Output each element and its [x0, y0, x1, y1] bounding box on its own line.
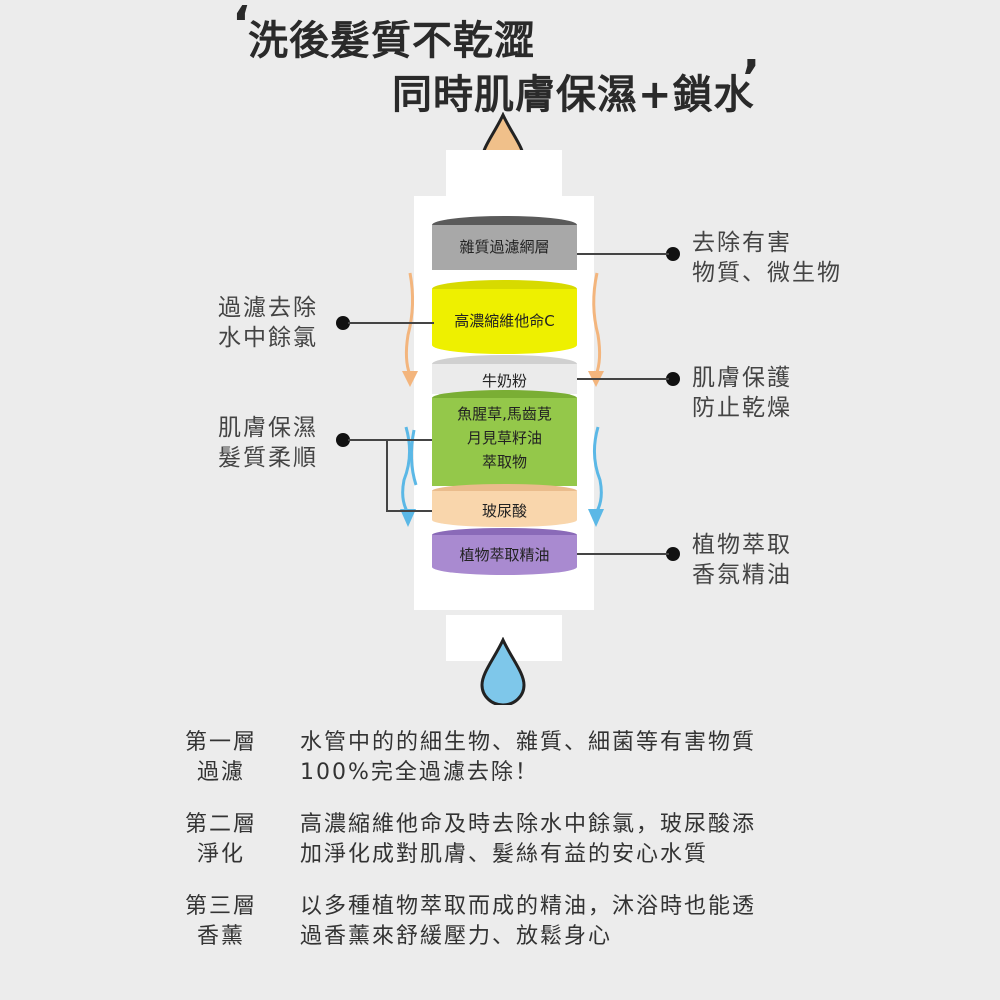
layer-impurity-net: 雜質過濾網層 — [432, 225, 577, 270]
callout-dot-right-mid — [666, 372, 680, 386]
callout-line-right-bottom — [577, 553, 669, 555]
pipe-top-segment — [446, 150, 562, 196]
desc-text-2: 高濃縮維他命及時去除水中餘氯，玻尿酸添 加淨化成對肌膚、髮絲有益的安心水質 — [300, 810, 756, 870]
callout-right-top: 去除有害 物質、微生物 — [692, 228, 842, 288]
callout-left-bottom-line-1: 肌膚保濕 — [218, 415, 318, 441]
layer-essential-oil: 植物萃取精油 — [432, 535, 577, 575]
layer-vitamin-c-label: 高濃縮維他命C — [454, 312, 555, 330]
layer-vitamin-c: 高濃縮維他命C — [432, 289, 577, 354]
callout-dot-left-bottom — [336, 433, 350, 447]
layer-herbal-extract: 魚腥草,馬齒莧 月見草籽油 萃取物 — [432, 398, 577, 486]
callout-right-mid-line-2: 防止乾燥 — [692, 395, 792, 421]
heading-line-1: 洗後髮質不乾澀 — [248, 18, 535, 64]
layer-essential-oil-label: 植物萃取精油 — [459, 546, 550, 564]
water-drop-bottom-icon — [480, 637, 526, 705]
callout-right-mid-line-1: 肌膚保護 — [692, 365, 792, 391]
desc-label-1-line-1: 第一層 — [184, 730, 257, 755]
callout-dot-right-bottom — [666, 547, 680, 561]
callout-line-right-top — [577, 253, 669, 255]
desc-label-2-line-2: 淨化 — [196, 842, 245, 867]
desc-label-2-line-1: 第二層 — [184, 812, 257, 837]
desc-label-3: 第三層 香薰 — [180, 892, 262, 952]
callout-line-left-bottom — [348, 439, 432, 441]
close-quote: ’ — [742, 50, 761, 106]
layer-milk-powder-label: 牛奶粉 — [481, 372, 527, 390]
desc-label-1: 第一層 過濾 — [180, 728, 262, 788]
desc-label-2: 第二層 淨化 — [180, 810, 262, 870]
callout-left-bottom: 肌膚保濕 髮質柔順 — [218, 413, 318, 473]
desc-text-2-line-1: 高濃縮維他命及時去除水中餘氯，玻尿酸添 — [300, 812, 757, 837]
desc-text-1-line-2: 100%完全過濾去除！ — [300, 760, 539, 785]
callout-left-top: 過濾去除 水中餘氯 — [218, 293, 318, 353]
callout-line-left-top — [348, 322, 434, 324]
layer-herbal-label-2: 月見草籽油 — [466, 429, 542, 447]
callout-left-top-line-2: 水中餘氯 — [218, 325, 318, 351]
layer-hyaluronic-acid-label: 玻尿酸 — [481, 502, 527, 520]
desc-text-3-line-2: 過香薰來舒緩壓力、放鬆身心 — [300, 924, 613, 949]
callout-line-right-mid — [577, 378, 669, 380]
layer-herbal-label-3: 萃取物 — [481, 453, 527, 471]
desc-text-1-line-1: 水管中的的細生物、雜質、細菌等有害物質 — [300, 730, 757, 755]
layer-milk-powder: 牛奶粉 — [432, 364, 577, 394]
desc-label-3-line-2: 香薰 — [196, 924, 245, 949]
layer-impurity-net-label: 雜質過濾網層 — [459, 238, 550, 256]
callout-right-bottom-line-2: 香氛精油 — [692, 562, 792, 588]
callout-dot-right-top — [666, 247, 680, 261]
desc-text-1: 水管中的的細生物、雜質、細菌等有害物質 100%完全過濾去除！ — [300, 728, 756, 788]
open-quote: ‘ — [232, 0, 251, 52]
callout-right-top-line-2: 物質、微生物 — [692, 260, 842, 286]
desc-text-3: 以多種植物萃取而成的精油，沐浴時也能透 過香薰來舒緩壓力、放鬆身心 — [300, 892, 756, 952]
callout-left-bottom-line-2: 髮質柔順 — [218, 445, 318, 471]
callout-left-top-line-1: 過濾去除 — [218, 295, 318, 321]
callout-right-mid: 肌膚保護 防止乾燥 — [692, 363, 792, 423]
desc-text-2-line-2: 加淨化成對肌膚、髮絲有益的安心水質 — [300, 842, 709, 867]
layer-hyaluronic-acid: 玻尿酸 — [432, 491, 577, 527]
callout-branch-left-bottom — [386, 439, 388, 511]
callout-right-top-line-1: 去除有害 — [692, 230, 792, 256]
heading-line-2: 同時肌膚保濕+鎖水 — [392, 72, 755, 118]
callout-branch-h-left-bottom — [386, 510, 432, 512]
desc-label-1-line-2: 過濾 — [196, 760, 245, 785]
layer-herbal-label-1: 魚腥草,馬齒莧 — [457, 405, 552, 423]
callout-dot-left-top — [336, 316, 350, 330]
callout-right-bottom: 植物萃取 香氛精油 — [692, 530, 792, 590]
desc-label-3-line-1: 第三層 — [184, 894, 257, 919]
desc-text-3-line-1: 以多種植物萃取而成的精油，沐浴時也能透 — [300, 894, 757, 919]
callout-right-bottom-line-1: 植物萃取 — [692, 532, 792, 558]
